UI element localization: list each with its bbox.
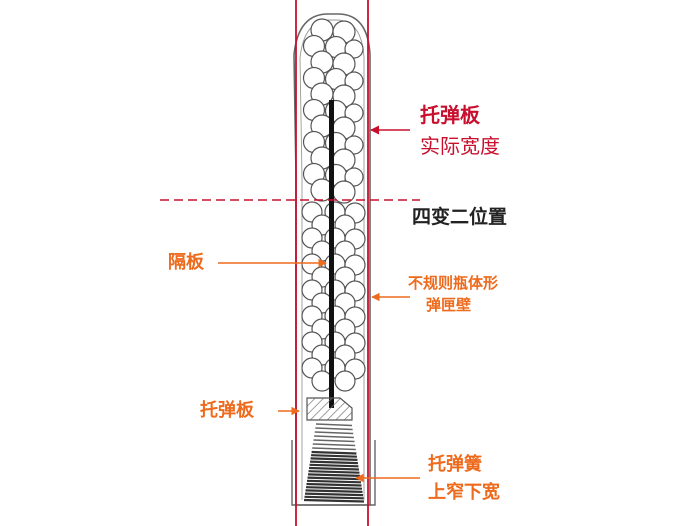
spring-coil <box>310 460 358 465</box>
spring-coil <box>305 486 363 490</box>
divider-plate <box>329 100 334 408</box>
spring-coil <box>307 479 361 484</box>
cartridge-round <box>344 103 364 123</box>
spring-coil <box>306 482 362 487</box>
spring-coil <box>315 427 353 431</box>
divider-label: 隔板 <box>168 252 204 273</box>
spring-label-line2: 上窄下宽 <box>428 482 500 503</box>
spring-coil <box>313 439 355 443</box>
cartridge-round <box>344 39 364 59</box>
follower-width-title: 托弹板 <box>420 103 480 127</box>
spring-coil <box>314 435 354 439</box>
spring-coil <box>303 498 365 503</box>
spring-coil <box>309 466 359 471</box>
cartridge-round <box>344 135 364 155</box>
spring-coil <box>312 443 356 447</box>
body-wall-label-line1: 不规则瓶体形 <box>408 274 499 292</box>
spring-coil <box>304 495 364 500</box>
spring-coil <box>314 431 354 435</box>
spring-coil <box>308 470 360 474</box>
follower-plate <box>306 397 353 421</box>
spring-coil <box>308 473 360 477</box>
spring-coil <box>311 450 357 455</box>
spring-coil <box>305 489 363 493</box>
follower-label: 托弹板 <box>200 400 254 421</box>
cartridge-round <box>344 167 364 187</box>
spring-coil <box>304 492 364 497</box>
follower-width-subtitle: 实际宽度 <box>420 134 500 158</box>
spring-coil <box>309 463 359 468</box>
body-wall-label-line2: 弹匣壁 <box>426 296 472 314</box>
spring-coil <box>307 476 361 481</box>
cartridge-round <box>334 370 356 392</box>
cartridge-round <box>344 71 364 91</box>
magazine-spring <box>303 423 365 503</box>
spring-coil <box>310 457 358 461</box>
spring-coil <box>312 447 356 451</box>
spring-coil <box>311 454 357 458</box>
spring-label-line1: 托弹簧 <box>428 454 482 475</box>
transition-label: 四变二位置 <box>412 206 508 228</box>
spring-coil <box>315 423 353 427</box>
magazine-base <box>291 440 376 506</box>
